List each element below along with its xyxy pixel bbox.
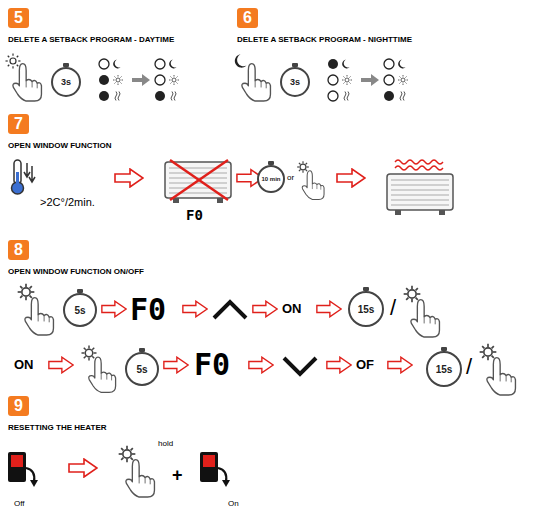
program-dots-before <box>328 59 352 101</box>
step-heading: OPEN WINDOW FUNCTION <box>8 141 112 150</box>
step-heading: DELETE A SETBACK PROGRAM - DAYTIME <box>8 35 174 44</box>
up-button <box>214 302 246 318</box>
step-badge: 5DELETE A SETBACK PROGRAM - DAYTIME <box>8 8 174 44</box>
power-switch-on <box>200 452 230 487</box>
timer-duration: 3s <box>290 77 300 87</box>
program-dots-after <box>384 59 408 101</box>
timer-duration: 5s <box>136 364 147 375</box>
program-dots-after <box>155 59 179 101</box>
press-gear-icon <box>119 446 155 497</box>
press-gear-icon <box>82 346 116 393</box>
power-switch-off <box>8 452 38 487</box>
plus-sign: + <box>172 466 183 486</box>
down-button <box>284 358 316 374</box>
display-code: F0 <box>194 348 230 381</box>
timer-duration: 15s <box>358 304 375 315</box>
flow-arrow <box>69 459 97 477</box>
flow-arrow <box>253 301 277 317</box>
timer-icon: 15s <box>348 291 384 327</box>
timer-duration: 15s <box>436 364 453 375</box>
step-number: 5 <box>8 8 29 28</box>
flow-arrow <box>164 357 188 373</box>
temperature-drop: >2C°/2min. <box>40 196 95 208</box>
program-dots-before <box>99 59 123 101</box>
thermometer-icon <box>12 160 36 194</box>
flow-arrow <box>102 301 126 317</box>
timer-duration: 3s <box>61 77 71 87</box>
step-badge: 6DELETE A SETBACK PROGRAM - NIGHTTIME <box>237 8 412 44</box>
timer-icon: 15s <box>426 351 462 387</box>
timer-knob <box>292 63 298 67</box>
flow-arrow <box>327 357 351 373</box>
or-word: or <box>287 174 294 183</box>
flow-arrow <box>249 357 273 373</box>
step-heading: DELETE A SETBACK PROGRAM - NIGHTTIME <box>237 35 412 44</box>
heater-on <box>387 160 453 215</box>
press-moon-icon <box>235 54 271 101</box>
timer-icon: 3s <box>51 67 81 97</box>
switch-state: Off <box>14 500 25 509</box>
flow-arrow <box>115 169 143 187</box>
display-code: F0 <box>186 208 203 223</box>
heater-off <box>165 160 231 203</box>
step-heading: OPEN WINDOW FUNCTION ON/OFF <box>8 267 144 276</box>
timer-knob <box>268 161 274 165</box>
display-value: ON <box>282 302 302 316</box>
step-number: 8 <box>8 240 29 260</box>
timer-knob <box>363 287 369 291</box>
step-badge: 8OPEN WINDOW FUNCTION ON/OFF <box>8 240 144 276</box>
flow-arrow <box>183 301 207 317</box>
timer-knob <box>63 63 69 67</box>
step-badge: 9RESETTING THE HEATER <box>8 396 107 432</box>
timer-duration: 10 min <box>261 176 280 182</box>
press-gear-icon <box>297 161 324 199</box>
timer-knob <box>441 347 447 351</box>
press-gear-icon <box>404 286 440 337</box>
step-heading: RESETTING THE HEATER <box>8 423 107 432</box>
timer-icon: 10 min <box>257 165 285 193</box>
flow-arrow <box>317 301 341 317</box>
hold-note: hold <box>158 440 173 449</box>
step-number: 9 <box>8 396 29 416</box>
press-gear-icon <box>18 284 54 335</box>
timer-icon: 3s <box>280 67 310 97</box>
step-number: 6 <box>237 8 258 28</box>
timer-knob <box>77 289 83 293</box>
or-slash: / <box>466 355 472 379</box>
press-gear-icon <box>480 344 516 395</box>
switch-state: On <box>228 500 239 509</box>
change-arrow <box>361 74 379 86</box>
flow-arrow <box>337 169 365 187</box>
timer-icon: 5s <box>63 293 97 327</box>
step-badge: 7OPEN WINDOW FUNCTION <box>8 114 112 150</box>
flow-arrow <box>49 357 73 373</box>
display-code: F0 <box>130 293 166 326</box>
change-arrow <box>132 74 150 86</box>
flow-arrow <box>388 357 412 373</box>
timer-knob <box>139 348 145 352</box>
press-sun-icon <box>6 54 42 102</box>
or-slash: / <box>390 296 396 320</box>
display-value: ON <box>14 358 34 372</box>
timer-duration: 5s <box>74 305 85 316</box>
timer-icon: 5s <box>125 352 159 386</box>
display-value: OF <box>356 358 374 372</box>
step-number: 7 <box>8 114 29 134</box>
